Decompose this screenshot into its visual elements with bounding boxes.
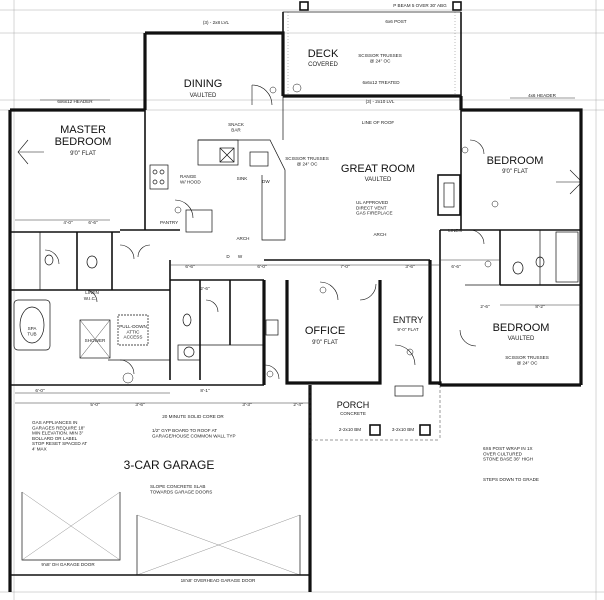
garage-label: 3-CAR GARAGE — [124, 458, 215, 472]
deck-label: DECK — [308, 48, 339, 60]
deck-railing — [287, 12, 456, 96]
dim-11: 3'-3" — [242, 402, 252, 407]
washer-label: W — [238, 254, 243, 259]
dim-10: 2'-4" — [293, 402, 303, 407]
interior-walls — [10, 96, 581, 385]
dim-5: 3'-6" — [405, 264, 415, 269]
entry-sub: 9'-0" FLAT — [397, 327, 419, 332]
porch-posts — [299, 1, 462, 436]
arch-label-1: ARCH — [236, 236, 249, 241]
dining-sub: VAULTED — [190, 93, 217, 99]
porch-sub: CONCRETE — [340, 411, 366, 416]
dimension-lines — [15, 97, 581, 404]
deck-post-label: 6x6 POST — [385, 19, 406, 24]
door-swings — [44, 84, 485, 380]
bedroom2-label: BEDROOM — [493, 322, 550, 334]
beam-label-1: 6x6x12 TREATED — [362, 80, 400, 85]
shower-label: SHOWER — [85, 338, 106, 343]
exterior-walls — [8, 31, 583, 592]
garage-door-2: 18'x8' OVERHEAD GARAGE DOOR — [181, 578, 256, 583]
header-label-1: 6x6x12 HEADER — [57, 99, 93, 104]
master-label-1: MASTER — [60, 124, 106, 136]
scissor-trusses-3: SCISSOR TRUSSES@ 24" OC — [505, 355, 549, 365]
dim-9: 8'-1" — [200, 388, 210, 393]
hip-markers — [17, 139, 583, 195]
entry-label: ENTRY — [393, 315, 423, 325]
arch-label-2: ARCH — [373, 232, 386, 237]
top-beam-label: (3) - 2x8 LVL — [203, 20, 230, 25]
dim-6: 6'-6" — [451, 264, 461, 269]
dimension-labels: 4'-0" 6'-6" 6'-0" 7'-0" 3'-6" 6'-6" 2'-6… — [35, 220, 545, 407]
dim-3: 6'-0" — [257, 264, 267, 269]
kitchen-counters — [149, 139, 286, 241]
line-of-roof-label: LINE OF ROOF — [362, 120, 395, 125]
bedroom1-label: BEDROOM — [487, 155, 544, 167]
dw-label: DW — [262, 179, 270, 184]
callout-circles — [122, 83, 499, 384]
beam-label-2: (3) - 2x10 LVL — [366, 99, 395, 104]
dim-14: 5'-0" — [90, 402, 100, 407]
dim-12: 2'-6" — [200, 286, 210, 291]
master-sub: 9'0" FLAT — [70, 151, 96, 157]
bath-fixtures — [13, 231, 579, 361]
dining-label: DINING — [184, 78, 223, 90]
deck-sub: COVERED — [308, 62, 338, 68]
dryer-label: D — [226, 254, 230, 259]
dim-8: 6'-0" — [35, 388, 45, 393]
sink-label: SINK — [237, 176, 249, 181]
linen-label-2: LINEN — [448, 228, 462, 233]
fire-door-label: 20 MINUTE SOLID CORE DR — [162, 414, 224, 419]
wic-label: W.I.C. — [84, 296, 97, 301]
dim-4: 7'-0" — [340, 264, 350, 269]
bedroom2-sub: VAULTED — [508, 336, 535, 342]
master-label-2: BEDROOM — [55, 136, 112, 148]
dim-7: 2'-6" — [480, 304, 490, 309]
dim-2: 6'-6" — [185, 264, 195, 269]
tl-note: P BEAM 5 OVER 30' ABG — [393, 3, 447, 8]
scissor-trusses-1: SCISSOR TRUSSES@ 24" OC — [285, 156, 329, 166]
pantry-label: PANTRY — [160, 220, 178, 225]
dim-16: 6'-6" — [88, 220, 98, 225]
dim-15: 3'-6" — [135, 402, 145, 407]
header-label-2: 4x6 HEADER — [528, 93, 557, 98]
porch-label: PORCH — [337, 400, 370, 410]
great-room-label: GREAT ROOM — [341, 163, 415, 175]
scissor-trusses-2: SCISSOR TRUSSES@ 24" OC — [358, 53, 402, 63]
dim-13: 8'-2" — [535, 304, 545, 309]
porch-slab — [309, 385, 441, 441]
fireplace — [437, 174, 461, 216]
office-sub: 9'0" FLAT — [312, 340, 338, 346]
linen-label: LINEN — [85, 290, 99, 295]
office-label: OFFICE — [305, 325, 345, 337]
dim-1: 4'-0" — [63, 220, 73, 225]
steps-note: STEPS DOWN TO GRADE — [483, 477, 539, 482]
great-room-sub: VAULTED — [365, 177, 392, 183]
porch-beam-1: 2-2x10 BM — [339, 427, 361, 432]
garage-doors — [10, 491, 310, 576]
room-labels: DECK COVERED DINING VAULTED MASTER BEDRO… — [55, 48, 550, 472]
porch-beam-2: 3-2x10 BM — [392, 427, 414, 432]
garage-door-1: 9'x8' OH GARAGE DOOR — [41, 562, 95, 567]
bedroom1-sub: 9'0" FLAT — [502, 169, 528, 175]
